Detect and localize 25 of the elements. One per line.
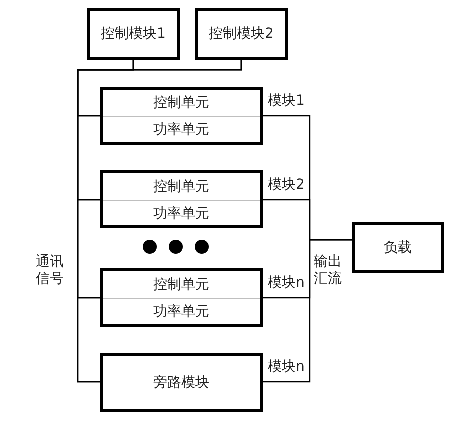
- side-label: 输出汇流: [314, 254, 343, 288]
- connector-line: [77, 60, 242, 383]
- box-label: 功率单元: [154, 204, 210, 222]
- module-label: 模块n: [268, 358, 305, 376]
- module-box: [87, 8, 180, 60]
- box-label: 控制单元: [154, 178, 210, 196]
- module-label: 模块1: [268, 92, 305, 110]
- box-label: 功率单元: [154, 303, 210, 321]
- module-box: [100, 170, 263, 228]
- module-box: [352, 222, 444, 273]
- module-label: 模块n: [268, 274, 305, 292]
- box-label: 控制单元: [154, 276, 210, 294]
- side-label: 通讯信号: [36, 254, 65, 288]
- box-label: 负载: [384, 238, 412, 256]
- box-label: 控制单元: [154, 94, 210, 112]
- box-label: 控制模块1: [101, 25, 166, 43]
- box-label: 旁路模块: [154, 374, 210, 392]
- module-box: [100, 87, 263, 145]
- box-label: 功率单元: [154, 121, 210, 139]
- module-label: 模块2: [268, 176, 305, 194]
- module-box: [100, 353, 263, 412]
- box-label: 控制模块2: [209, 25, 274, 43]
- connector-line: [263, 239, 352, 383]
- module-box: [100, 268, 263, 327]
- module-box: [195, 8, 288, 60]
